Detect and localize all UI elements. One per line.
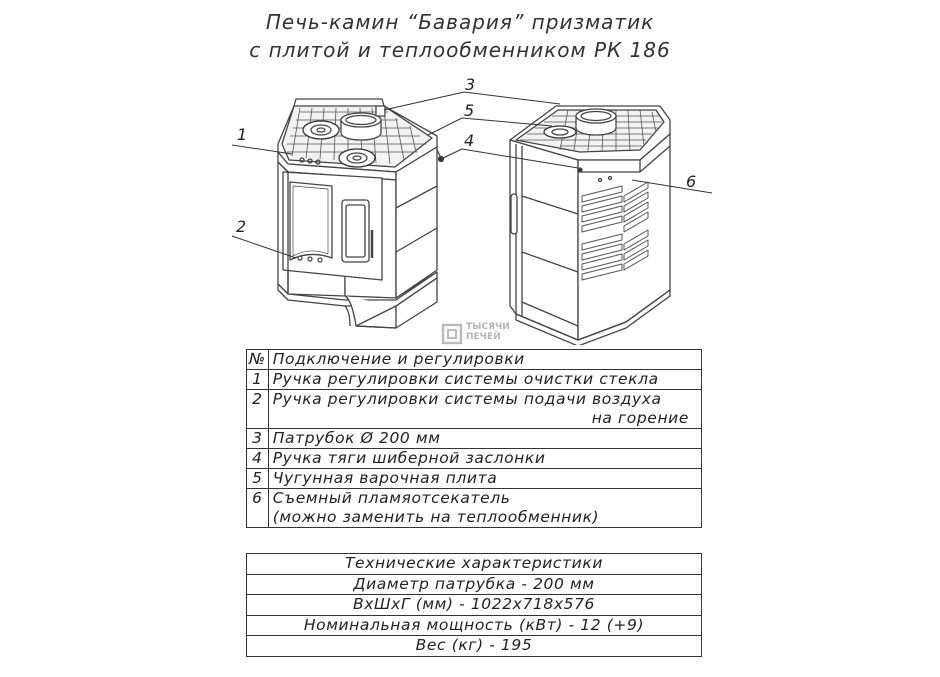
watermark-logo <box>441 323 463 345</box>
table-row: 6 Съемный пламяотсекатель (можно заменит… <box>246 488 703 528</box>
specs-header: Технические характеристики <box>246 553 702 575</box>
spec-row: Диаметр патрубка - 200 мм <box>246 573 702 595</box>
title-line-2: с плитой и теплообменником РК 186 <box>249 38 671 62</box>
spec-row: Вес (кг) - 195 <box>246 635 702 657</box>
callout-3: 3 <box>465 75 475 94</box>
spec-row: ВхШхГ (мм) - 1022х718х576 <box>246 594 702 616</box>
parts-table: № Подключение и регулировки 1 Ручка регу… <box>246 349 703 528</box>
table-row: 1 Ручка регулировки системы очистки стек… <box>246 369 703 390</box>
callout-6: 6 <box>686 172 696 191</box>
title-line-1: Печь-камин “Бавария” призматик <box>265 10 655 34</box>
callout-1: 1 <box>237 125 247 144</box>
specs-table: Технические характеристики Диаметр патру… <box>246 553 702 657</box>
callout-4: 4 <box>464 131 474 150</box>
header-num: № <box>246 349 269 370</box>
callout-2: 2 <box>236 217 246 236</box>
callout-5: 5 <box>464 101 474 120</box>
rear-stove-view <box>509 105 671 345</box>
front-stove-view <box>277 98 445 329</box>
watermark-text: ТЫСЯЧИ ПЕЧЕЙ <box>466 322 510 342</box>
header-label: Подключение и регулировки <box>267 349 703 370</box>
stove-drawing: 1 2 3 4 5 6 <box>231 75 713 345</box>
table-row: 3 Патрубок Ø 200 мм <box>246 428 703 449</box>
parts-table-header: № Подключение и регулировки <box>246 349 703 370</box>
leader-lines <box>231 91 713 259</box>
table-row: 5 Чугунная варочная плита <box>246 468 703 489</box>
spec-row: Номинальная мощность (кВт) - 12 (+9) <box>246 614 702 636</box>
table-row: 4 Ручка тяги шиберной заслонки <box>246 448 703 469</box>
table-row: 2 Ручка регулировки системы подачи возду… <box>246 389 703 429</box>
